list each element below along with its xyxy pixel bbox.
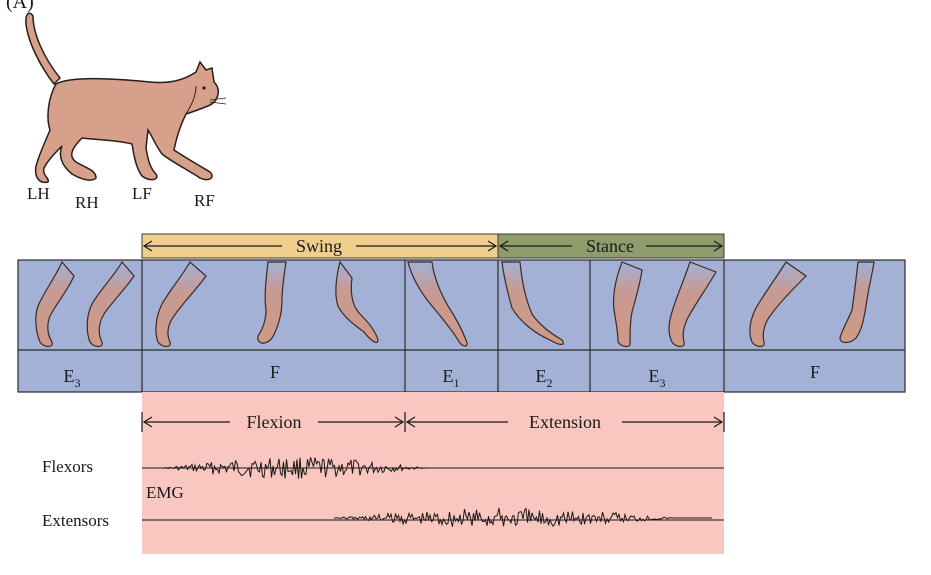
flexion-label: Flexion (246, 412, 301, 432)
step-label-f-right: F (810, 362, 820, 382)
step-strip (18, 260, 905, 392)
stance-label: Stance (586, 236, 634, 256)
extensors-label: Extensors (42, 511, 109, 530)
swing-label: Swing (296, 236, 342, 256)
leg-label-lh: LH (27, 184, 50, 203)
flexors-label: Flexors (42, 457, 93, 476)
emg-panel (142, 392, 724, 554)
panel-label: (A) (6, 0, 34, 13)
leg-label-rh: RH (75, 193, 99, 212)
leg-label-lf: LF (132, 184, 152, 203)
extension-label: Extension (529, 412, 601, 432)
emg-label: EMG (146, 483, 184, 502)
step-label-f-middle: F (270, 362, 280, 382)
leg-label-rf: RF (194, 191, 215, 210)
cat-illustration (26, 13, 226, 182)
